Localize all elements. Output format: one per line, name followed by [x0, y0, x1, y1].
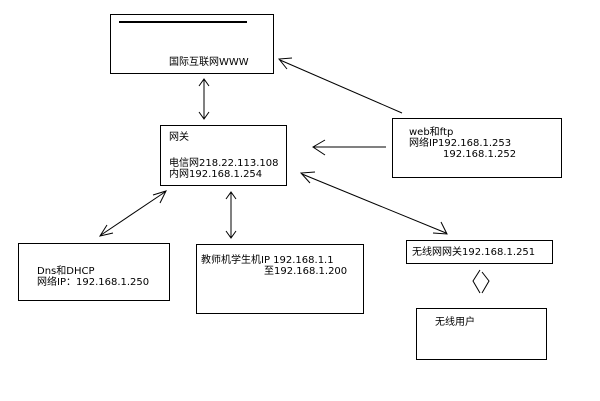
web-ftp-ip-line1: 网络IP192.168.1.253 — [409, 138, 512, 149]
arrow-gateway-pcs — [225, 191, 237, 239]
dns-dhcp-node: Dns和DHCP 网络IP：192.168.1.250 — [18, 243, 170, 301]
gateway-telecom-ip: 电信网218.22.113.108 — [169, 158, 279, 169]
wifi-gateway-label: 无线网网关192.168.1.251 — [412, 247, 536, 258]
arrow-webftp-gateway — [312, 139, 386, 156]
pcs-node: 教师机学生机IP 192.168.1.1 至192.168.1.200 — [196, 244, 364, 314]
pcs-ip-range-start: 教师机学生机IP 192.168.1.1 — [201, 255, 334, 266]
arrow-webftp-internet — [278, 57, 403, 114]
dns-dhcp-title: Dns和DHCP — [37, 266, 95, 277]
web-ftp-title: web和ftp — [409, 127, 454, 138]
arrow-internet-gateway — [198, 78, 210, 120]
arrow-gateway-dns — [98, 190, 167, 237]
gateway-title: 网关 — [169, 132, 189, 143]
arrow-gateway-wifigateway — [299, 171, 448, 235]
wifi-users-node: 无线用户 — [416, 308, 547, 360]
wifi-gateway-node: 无线网网关192.168.1.251 — [406, 240, 553, 264]
gateway-node: 网关 电信网218.22.113.108 内网192.168.1.254 — [160, 125, 287, 186]
gateway-lan-ip: 内网192.168.1.254 — [169, 169, 263, 180]
pcs-ip-range-end: 至192.168.1.200 — [264, 266, 348, 277]
internet-top-bar — [119, 21, 247, 23]
web-ftp-node: web和ftp 网络IP192.168.1.253 192.168.1.252 — [392, 118, 562, 178]
arrow-wifigateway-users — [472, 269, 490, 294]
wifi-users-label: 无线用户 — [435, 317, 475, 328]
dns-dhcp-ip: 网络IP：192.168.1.250 — [37, 277, 150, 288]
web-ftp-ip-line2: 192.168.1.252 — [443, 149, 517, 160]
internet-label: 国际互联网WWW — [169, 57, 249, 68]
internet-node: 国际互联网WWW — [110, 14, 274, 74]
